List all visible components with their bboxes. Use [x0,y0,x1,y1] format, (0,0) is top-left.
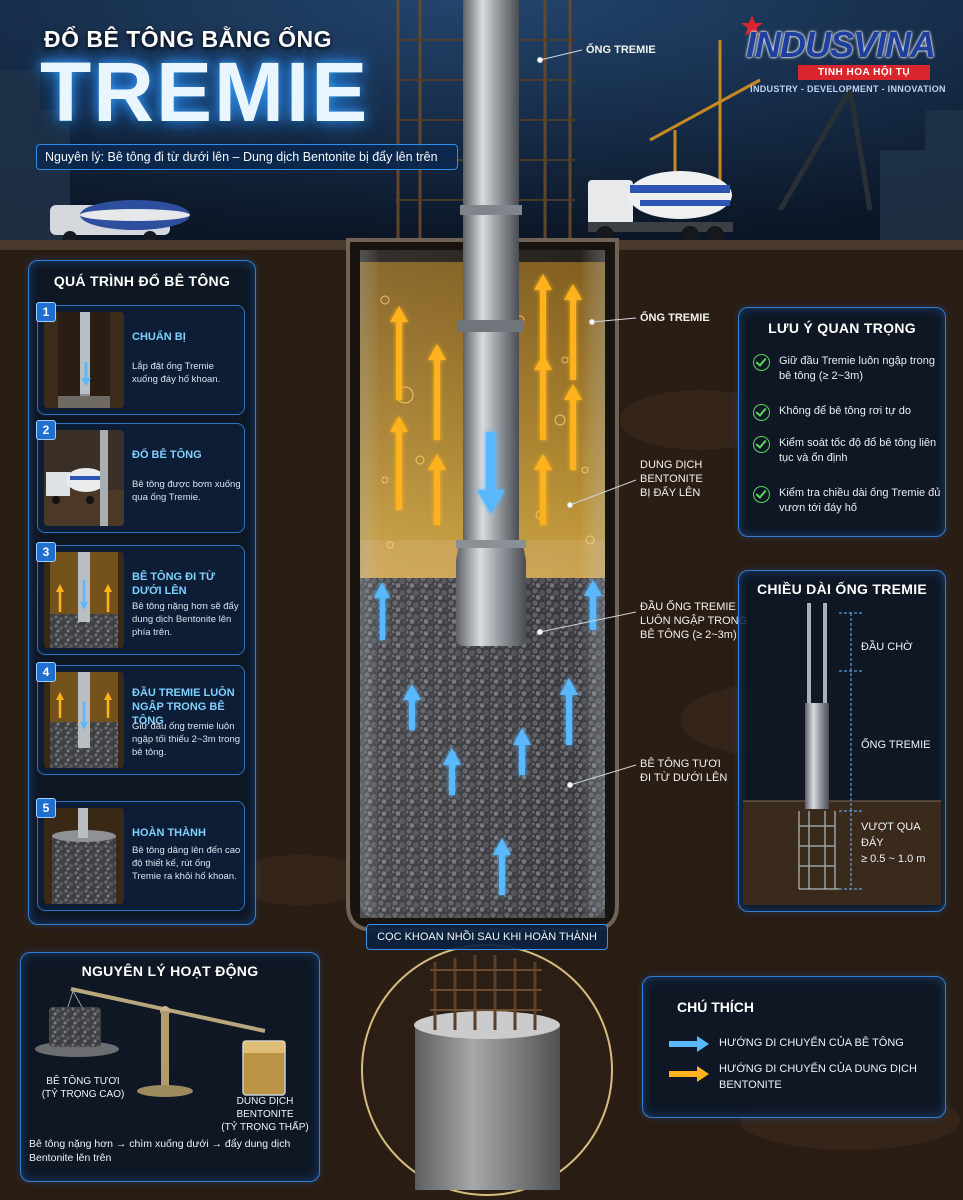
legend-title: CHÚ THÍCH [677,999,754,1015]
header-title: TREMIE [40,45,370,139]
process-step-5: 5 HOÀN THÀNH Bê tông dâng lên đến cao độ… [36,798,245,911]
working-right-label: DUNG DỊCH BENTONITE (TỶ TRỌNG THẤP) [221,1096,309,1133]
concrete-arrow [584,580,602,630]
step-number: 2 [36,420,56,440]
concrete-arrow [560,678,578,745]
process-title: QUÁ TRÌNH ĐỔ BÊ TÔNG [53,273,231,289]
process-panel: QUÁ TRÌNH ĐỔ BÊ TÔNG 1 CHUẨN BỊ Lắp đặt … [28,260,256,925]
step-number: 5 [36,798,56,818]
label-bentonite: DUNG DỊCH BENTONITE BỊ ĐẨY LÊN [640,459,703,499]
working-panel: NGUYÊN LÝ HOẠT ĐỘNG BÊ TÔNG TƯƠI (TỶ TRỌ… [20,952,320,1182]
step-desc: Bê tông được bơm xuống qua ống Tremie. [132,479,241,503]
notes-title: LƯU Ý QUAN TRỌNG [768,320,916,336]
legend-panel: CHÚ THÍCH HƯỚNG DI CHUYỂN CỦA BÊ TÔNG HƯ… [642,976,946,1118]
bentonite-arrow [390,416,408,510]
concrete-arrow [443,748,461,795]
notes-panel: LƯU Ý QUAN TRỌNG Giữ đầu Tremie luôn ngậ… [738,307,946,537]
label-tremie-end: ĐẦU ỐNG TREMIE LUÔN NGẬP TRONG BÊ TÔNG (… [640,601,748,641]
step-title: HOÀN THÀNH [132,827,206,839]
process-step-4: 4 ĐẦU TREMIE LUÔN NGẬP TRONG BÊ TÔNG Giữ… [36,662,245,775]
principle-banner: Nguyên lý: Bê tông đi từ dưới lên – Dung… [36,144,458,170]
step-title: ĐỔ BÊ TÔNG [132,449,202,461]
label-tremie-mid: ỐNG TREMIE [640,312,710,324]
label-finished-pile: CỌC KHOAN NHỒI SAU KHI HOÀN THÀNH [366,924,608,950]
brand-prefix: IN [746,24,781,65]
header-subtitle: ĐỔ BÊ TÔNG BẰNG ỐNG [44,26,333,52]
working-left-label: BÊ TÔNG TƯƠI (TỶ TRỌNG CAO) [41,1076,125,1100]
balance-illustration [35,987,286,1097]
step-illustration [44,552,124,648]
bentonite-arrow [534,354,552,440]
finished-pile-scene [361,944,613,1196]
step-illustration [44,430,124,526]
brand-main: DUSVINA [780,24,936,65]
concrete-arrow [374,582,390,640]
check-icon [753,354,770,371]
step-illustration [44,312,124,408]
step-title: CHUẨN BỊ [132,331,186,343]
process-step-3: 3 BÊ TÔNG ĐI TỪ DƯỚI LÊN Bê tông nặng hơ… [36,542,245,655]
length-panel: CHIỀU DÀI ỐNG TREMIE ĐẦU CHỜ ỐNG TREMIE [738,570,946,912]
step-number: 1 [36,302,56,322]
step-illustration [44,808,124,904]
bentonite-arrow [564,384,582,470]
step-illustration [44,672,124,768]
length-waiting: ĐẦU CHỜ [861,641,913,653]
star-icon [741,15,763,36]
concrete-down-arrow [477,432,505,514]
brand-logo: INDUSVINA TINH HOA HỘI TỤ INDUSTRY - DEV… [738,10,948,102]
working-title: NGUYÊN LÝ HOẠT ĐỘNG [81,963,259,979]
bentonite-arrow [390,306,408,400]
step-desc: Giữ đầu ống tremie luôn ngập tối thiểu 2… [132,721,241,758]
check-icon [753,404,770,421]
concrete-arrow [513,728,531,775]
label-tremie-top: ỐNG TREMIE [586,44,656,56]
working-summary: Bê tông nặng hơn → chìm xuống dưới → đẩy… [29,1138,291,1164]
check-icon [753,486,770,503]
step-title: ĐẦU TREMIE LUÔN NGẬP TRONG BÊ TÔNG [132,687,235,727]
process-step-2: 2 ĐỔ BÊ TÔNG Bê tông được bơm xuống qua … [36,420,245,533]
bentonite-arrow-icon [669,1066,709,1082]
step-number: 4 [36,662,56,682]
step-number: 3 [36,542,56,562]
bentonite-arrow [564,284,582,380]
step-desc: Bê tông dâng lên đến cao độ thiết kế, rú… [132,845,241,882]
step-title: BÊ TÔNG ĐI TỪ DƯỚI LÊN [132,571,216,597]
check-icon [753,436,770,453]
step-desc: Bê tông nặng hơn sẽ đẩy dung dịch Benton… [132,601,239,638]
concrete-arrows [374,432,602,895]
concrete-arrow [493,838,511,895]
length-exceed: VƯỢT QUA ĐÁY ≥ 0.5 ~ 1.0 m [861,821,926,865]
label-fresh-concrete: BÊ TÔNG TƯƠI ĐI TỪ DƯỚI LÊN [640,758,728,784]
length-pipe: ỐNG TREMIE [861,739,931,751]
mixer-truck-right [588,171,733,244]
bentonite-arrow [534,454,552,525]
bentonite-arrows [390,274,582,525]
length-diagram [743,603,941,905]
bentonite-arrow [534,274,552,370]
bentonite-arrow [428,454,446,525]
bentonite-arrow [428,344,446,440]
legend-bentonite: HƯỚNG DI CHUYỂN CỦA DUNG DỊCH BENTONITE [719,1063,917,1091]
step-desc: Lắp đặt ống Tremie xuống đáy hố khoan. [132,361,221,385]
brand-slogan: INDUSTRY - DEVELOPMENT - INNOVATION [750,84,946,94]
legend-concrete: HƯỚNG DI CHUYỂN CỦA BÊ TÔNG [719,1037,904,1049]
concrete-arrow [403,684,421,730]
concrete-arrow-icon [669,1036,709,1052]
brand-tagline: TINH HOA HỘI TỤ [798,65,930,80]
process-step-1: 1 CHUẨN BỊ Lắp đặt ống Tremie xuống đáy … [36,302,245,415]
length-title: CHIỀU DÀI ỐNG TREMIE [756,581,928,597]
